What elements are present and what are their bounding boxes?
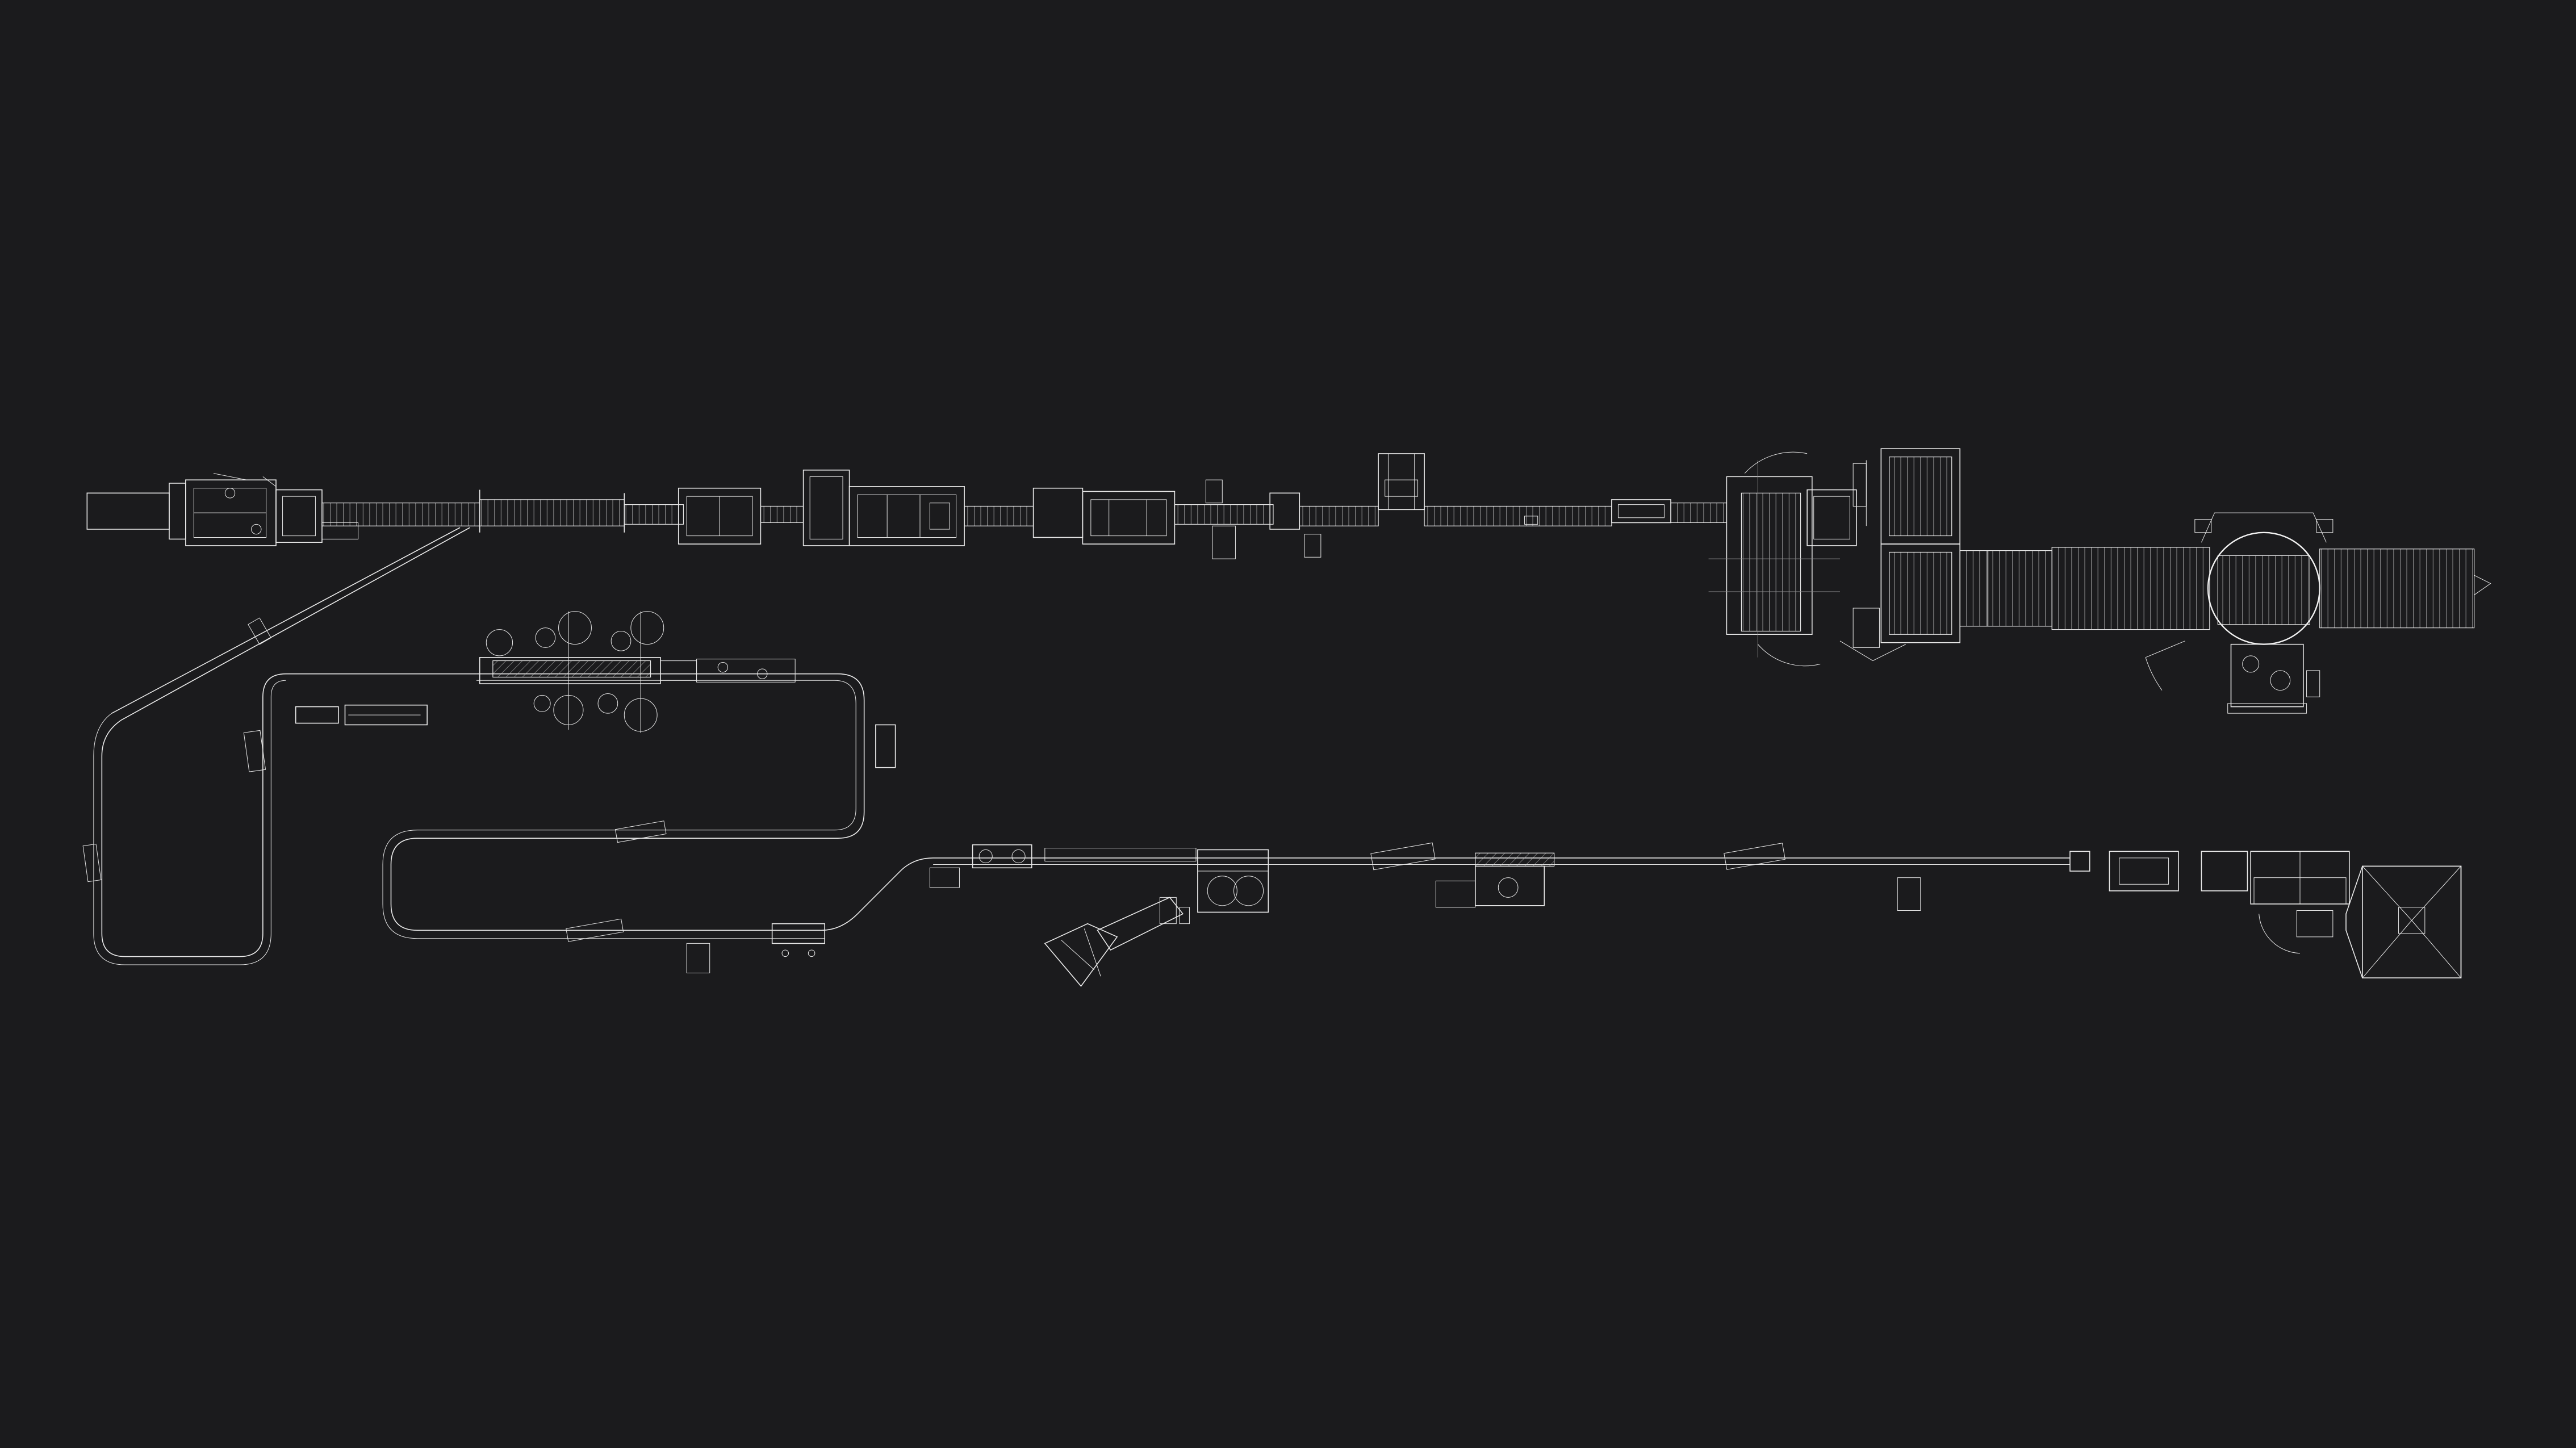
top-process-line bbox=[87, 449, 2490, 713]
bottom-process-line bbox=[930, 843, 2461, 986]
infeed-station bbox=[87, 474, 358, 546]
end-packing-unit bbox=[2070, 851, 2461, 978]
bulk-feeder bbox=[1045, 897, 1190, 986]
main-conveyor bbox=[322, 454, 1726, 559]
diagonal-conveyor bbox=[83, 528, 476, 965]
labeler-loop bbox=[383, 612, 2070, 973]
palletizing-complex bbox=[1709, 449, 2491, 713]
rotary-labeler bbox=[480, 612, 795, 733]
